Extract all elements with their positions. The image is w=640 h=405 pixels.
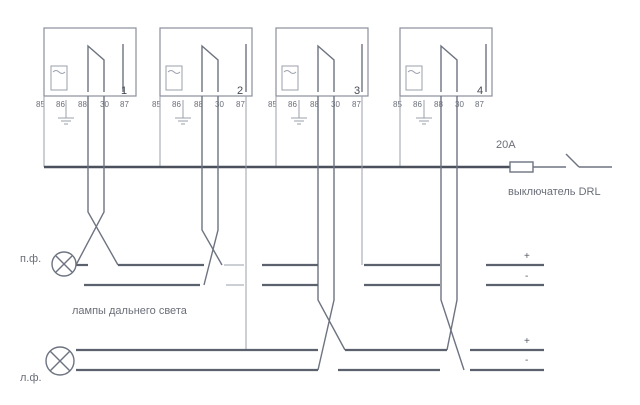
top-lamp-label: п.ф. <box>20 253 41 265</box>
bottom-lamp-icon <box>45 346 75 376</box>
relay-1-output-wires <box>75 96 119 266</box>
terminal-top-minus: - <box>525 271 528 282</box>
relay-1-contact <box>87 44 105 92</box>
relay-3-pin-88: 88 <box>310 100 319 109</box>
relay-3-pin-87: 87 <box>352 100 361 109</box>
relay-3-pin-30: 30 <box>331 100 340 109</box>
relay-4-number: 4 <box>477 85 483 97</box>
fuse-label: 20A <box>496 139 516 151</box>
relay-4-output-wires <box>440 96 465 371</box>
relay-4-pin-30: 30 <box>455 100 464 109</box>
relay-2-pin-86: 86 <box>172 100 181 109</box>
relay-3: 3 85 86 88 30 87 <box>268 27 369 125</box>
relay-4-body <box>399 27 493 97</box>
lamps-caption: лампы дальнего света <box>72 305 188 317</box>
relay-1-pin-87: 87 <box>120 100 129 109</box>
relay-1-number: 1 <box>121 85 127 97</box>
relay-4-coil <box>405 65 423 91</box>
relay-2-number: 2 <box>237 85 243 97</box>
relay-2-pin-85: 85 <box>152 100 161 109</box>
top-lamp-icon <box>51 251 77 277</box>
relay-2-coil <box>165 65 183 91</box>
high-beam-wires <box>76 263 544 287</box>
fuse-icon <box>509 161 534 173</box>
relay-4-ground-icon <box>416 100 432 125</box>
relay-4-pin-88: 88 <box>434 100 443 109</box>
terminal-bottom-minus: - <box>525 355 528 366</box>
terminal-top-plus: + <box>524 251 530 262</box>
relay-4: 4 85 86 88 30 87 <box>393 27 493 125</box>
relay-2-pin-88: 88 <box>194 100 203 109</box>
relay-1-coil <box>50 65 68 91</box>
relay-3-pin-85: 85 <box>268 100 277 109</box>
low-lamp-wires <box>76 348 544 372</box>
relay-4-pin-87: 87 <box>475 100 484 109</box>
relay-3-body <box>275 27 369 97</box>
relay-2-body <box>159 27 253 97</box>
bottom-lamp-label: л.ф. <box>20 372 42 384</box>
relay-1-pin-85: 85 <box>36 100 45 109</box>
relay-2-pin-87: 87 <box>236 100 245 109</box>
relay-1: 1 85 86 88 30 87 <box>36 27 137 125</box>
relay-3-output-wires <box>317 96 346 371</box>
relay-2-contact <box>201 44 219 92</box>
pin-85-leads <box>43 96 401 167</box>
relay-2: 2 85 86 88 30 87 <box>152 27 253 125</box>
switch-icon <box>565 153 612 168</box>
switch-label: выключатель DRL <box>508 186 601 198</box>
relay-1-body <box>43 27 137 97</box>
relay-2-output-wires <box>201 96 223 286</box>
relay-1-pin-88: 88 <box>78 100 87 109</box>
relay-2-pin-30: 30 <box>215 100 224 109</box>
relay-4-pin-86: 86 <box>413 100 422 109</box>
relay-1-pin-30: 30 <box>100 100 109 109</box>
relay-3-contact <box>317 44 335 92</box>
relay-3-number: 3 <box>354 85 360 97</box>
relay-4-pin-85: 85 <box>393 100 402 109</box>
relay-2-ground-icon <box>175 100 191 125</box>
relay-1-ground-icon <box>58 100 74 125</box>
relay-3-coil <box>281 65 299 91</box>
relay-4-contact <box>440 44 458 92</box>
terminal-bottom-plus: + <box>524 336 530 347</box>
relay-3-pin-86: 86 <box>288 100 297 109</box>
relay-3-ground-icon <box>291 100 307 125</box>
relay-1-pin-86: 86 <box>56 100 65 109</box>
